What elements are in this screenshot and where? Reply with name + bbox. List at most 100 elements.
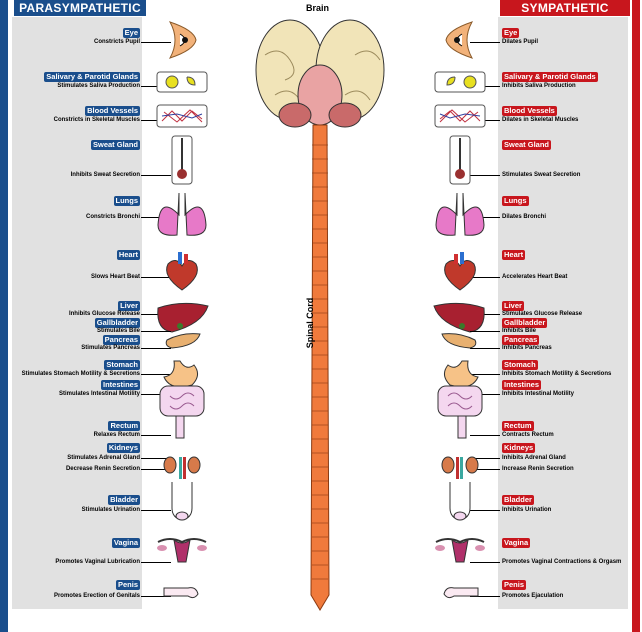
leader-line	[470, 394, 500, 395]
penis-icon	[443, 587, 479, 599]
spinal-cord-icon	[310, 124, 330, 611]
effect-text: Stimulates Stomach Motility & Secretions	[21, 371, 140, 377]
salivary-gland-icon	[156, 71, 208, 93]
organ-label-stomach: Stomach	[502, 360, 538, 370]
sympathetic-side-bar	[632, 0, 640, 632]
organ-label-salivary-parotid-glands: Salivary & Parotid Glands	[502, 72, 598, 82]
brain-and-spinal-cord-illustration	[255, 19, 385, 611]
effect-text: Stimulates Intestinal Motility	[58, 391, 140, 397]
liver-icon	[433, 302, 485, 333]
effect-text: Stimulates Glucose Release	[502, 311, 583, 317]
lungs-icon	[435, 192, 485, 236]
kidneys-icon	[441, 456, 479, 479]
effect-text: Inhibits Intestinal Motility	[502, 391, 574, 397]
sympathetic-title: SYMPATHETIC	[500, 0, 630, 16]
organ-label-salivary-parotid-glands: Salivary & Parotid Glands	[44, 72, 140, 82]
effect-text: Constricts in Skeletal Muscles	[53, 117, 140, 123]
effect-text: Inhibits Saliva Production	[502, 83, 576, 89]
effect-text: Promotes Vaginal Contractions & Orgasm	[502, 559, 622, 565]
kidneys-icon	[163, 456, 201, 479]
effect-text: Constricts Pupil	[93, 39, 140, 45]
organ-label-lungs: Lungs	[113, 196, 140, 206]
leader-line	[141, 596, 171, 597]
spinal-cord-segments	[312, 144, 328, 580]
leader-line	[141, 277, 171, 278]
leader-line	[141, 42, 171, 43]
effect-text: Stimulates Adrenal Gland	[67, 455, 140, 461]
heart-icon	[444, 252, 476, 291]
eye-icon	[168, 21, 197, 59]
effect-text: Stimulates Pancreas	[81, 345, 140, 351]
effect-text: Dilates Pupil	[502, 39, 539, 45]
leader-line	[470, 510, 500, 511]
pancreas-icon	[441, 333, 477, 349]
organ-label-heart: Heart	[502, 250, 526, 260]
leader-line	[470, 217, 500, 218]
lungs-icon	[157, 192, 207, 236]
organ-label-pancreas: Pancreas	[502, 335, 540, 345]
leader-line	[470, 42, 500, 43]
uterus-icon	[157, 538, 207, 563]
organ-label-vagina: Vagina	[502, 538, 531, 548]
organ-label-rectum: Rectum	[502, 421, 534, 431]
stomach-icon	[163, 360, 198, 388]
effect-text: Stimulates Sweat Secretion	[502, 172, 581, 178]
effect-text: Decrease Renin Secretion	[65, 466, 140, 472]
intestines-icon	[437, 385, 483, 439]
effect-text: Accelerates Heart Beat	[502, 274, 568, 280]
leader-line	[470, 314, 500, 315]
effect-text: Dilates Bronchi	[502, 214, 547, 220]
effect-text: Inhibits Adrenal Gland	[502, 455, 566, 461]
effect-text: Stimulates Bile	[96, 328, 140, 334]
leader-line	[470, 596, 500, 597]
effect-text: Inhibits Stomach Motility & Secretions	[502, 371, 612, 377]
intestines-icon	[159, 385, 205, 439]
leader-line	[141, 331, 171, 332]
organ-label-gallbladder: Gallbladder	[94, 318, 140, 328]
organ-label-kidneys: Kidneys	[502, 443, 536, 453]
organ-label-stomach: Stomach	[104, 360, 140, 370]
brain-label: Brain	[306, 3, 330, 13]
leader-line	[141, 86, 171, 87]
leader-line	[141, 394, 171, 395]
effect-text: Inhibits Bile	[502, 328, 537, 334]
leader-line	[141, 374, 171, 375]
effect-text: Promotes Vaginal Lubrication	[55, 559, 140, 565]
stomach-icon	[444, 360, 479, 388]
leader-line	[141, 562, 171, 563]
liver-icon	[157, 302, 209, 333]
organ-label-kidneys: Kidneys	[106, 443, 140, 453]
leader-line	[470, 562, 500, 563]
effect-text: Inhibits Pancreas	[502, 345, 552, 351]
effect-text: Relaxes Rectum	[93, 432, 140, 438]
organ-label-intestines: Intestines	[502, 380, 542, 390]
organ-label-vagina: Vagina	[111, 538, 140, 548]
leader-line	[141, 175, 171, 176]
sweat-gland-icon	[449, 135, 471, 185]
bladder-icon	[171, 482, 193, 521]
leader-line	[141, 217, 171, 218]
organ-label-liver: Liver	[118, 301, 140, 311]
leader-line	[470, 435, 500, 436]
effect-text: Stimulates Urination	[81, 507, 140, 513]
effect-text: Dilates in Skeletal Muscles	[502, 117, 579, 123]
leader-line	[141, 120, 171, 121]
organ-label-bladder: Bladder	[502, 495, 534, 505]
leader-line	[141, 510, 171, 511]
organ-label-lungs: Lungs	[502, 196, 529, 206]
organ-label-sweat-gland: Sweat Gland	[502, 140, 552, 150]
organ-label-heart: Heart	[116, 250, 140, 260]
effect-text: Stimulates Saliva Production	[57, 83, 140, 89]
organ-label-eye: Eye	[122, 28, 140, 38]
leader-line	[141, 314, 171, 315]
eye-icon	[445, 21, 474, 59]
leader-line	[470, 175, 500, 176]
leader-line	[141, 458, 171, 459]
organ-label-pancreas: Pancreas	[102, 335, 140, 345]
leader-line	[470, 277, 500, 278]
effect-text: Increase Renin Secretion	[502, 466, 574, 472]
effect-text: Constricts Bronchi	[85, 214, 140, 220]
leader-line	[470, 469, 500, 470]
organ-label-intestines: Intestines	[100, 380, 140, 390]
spinal-cord-label: Spinal Cord	[305, 297, 315, 349]
